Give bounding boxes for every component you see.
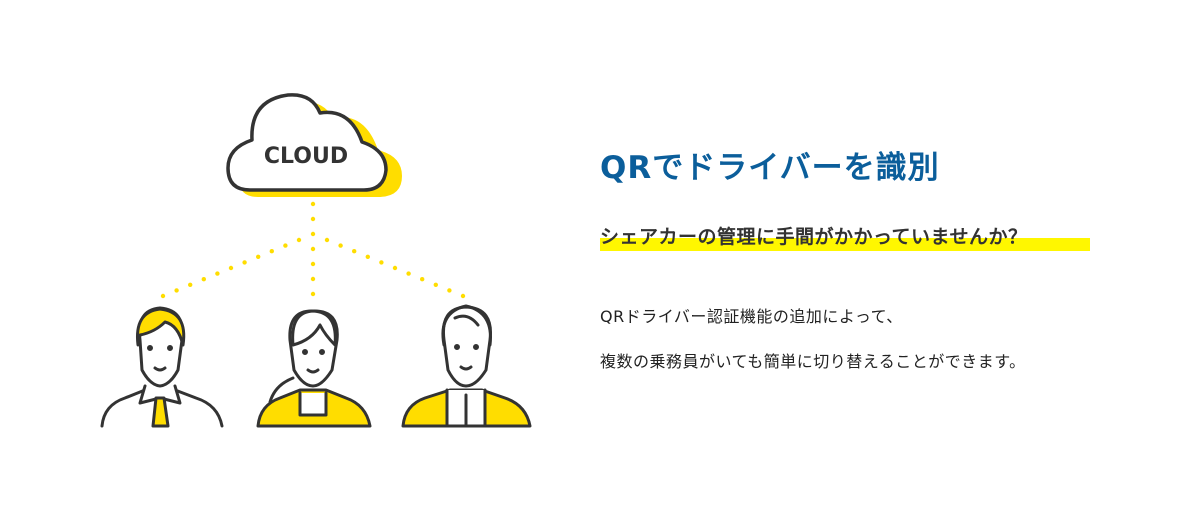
connection-dot [365,254,370,259]
connection-dot [160,293,166,299]
connection-dot [310,246,316,252]
person-middle-icon [256,309,372,428]
connection-dot [379,260,384,265]
connection-dot [310,276,316,282]
person-right-icon [401,304,532,428]
cloud-network-illustration: CLOUD [100,93,532,428]
connection-dot [283,243,288,248]
connection-dot [174,288,179,293]
connection-dot [310,231,316,237]
connection-dot [228,265,234,271]
person-left-icon [100,306,224,428]
connection-dot [324,237,330,243]
connection-dot [310,291,316,297]
connection-dot [256,254,261,259]
connection-dot [352,249,357,254]
cloud-icon: CLOUD [226,93,402,197]
page-title: QRでドライバーを識別 [600,150,940,186]
description-line-1: QRドライバー認証機能の追加によって、 [600,307,903,326]
cloud-label: CLOUD [264,144,348,169]
connection-dot [188,282,193,287]
connection-dot [310,216,316,222]
connection-dot [338,243,343,248]
description: QRドライバー認証機能の追加によって、 複数の乗務員がいても簡単に切り替えること… [600,294,1026,384]
connection-dot [215,271,220,276]
connection-dot [310,261,316,267]
connection-dot [392,265,398,271]
connection-dots [160,201,466,299]
connection-dot [460,293,466,299]
connection-dot [201,277,206,282]
connection-dot [269,249,274,254]
connection-dot [310,201,316,207]
connection-dot [242,260,247,265]
subtitle-highlight: シェアカーの管理に手間がかかっていませんか？ [600,222,1090,251]
description-line-2: 複数の乗務員がいても簡単に切り替えることができます。 [600,352,1026,371]
connection-dot [420,277,425,282]
connection-dot [447,288,452,293]
connection-dot [296,237,302,243]
connection-dot [433,282,438,287]
connection-dot [406,271,411,276]
